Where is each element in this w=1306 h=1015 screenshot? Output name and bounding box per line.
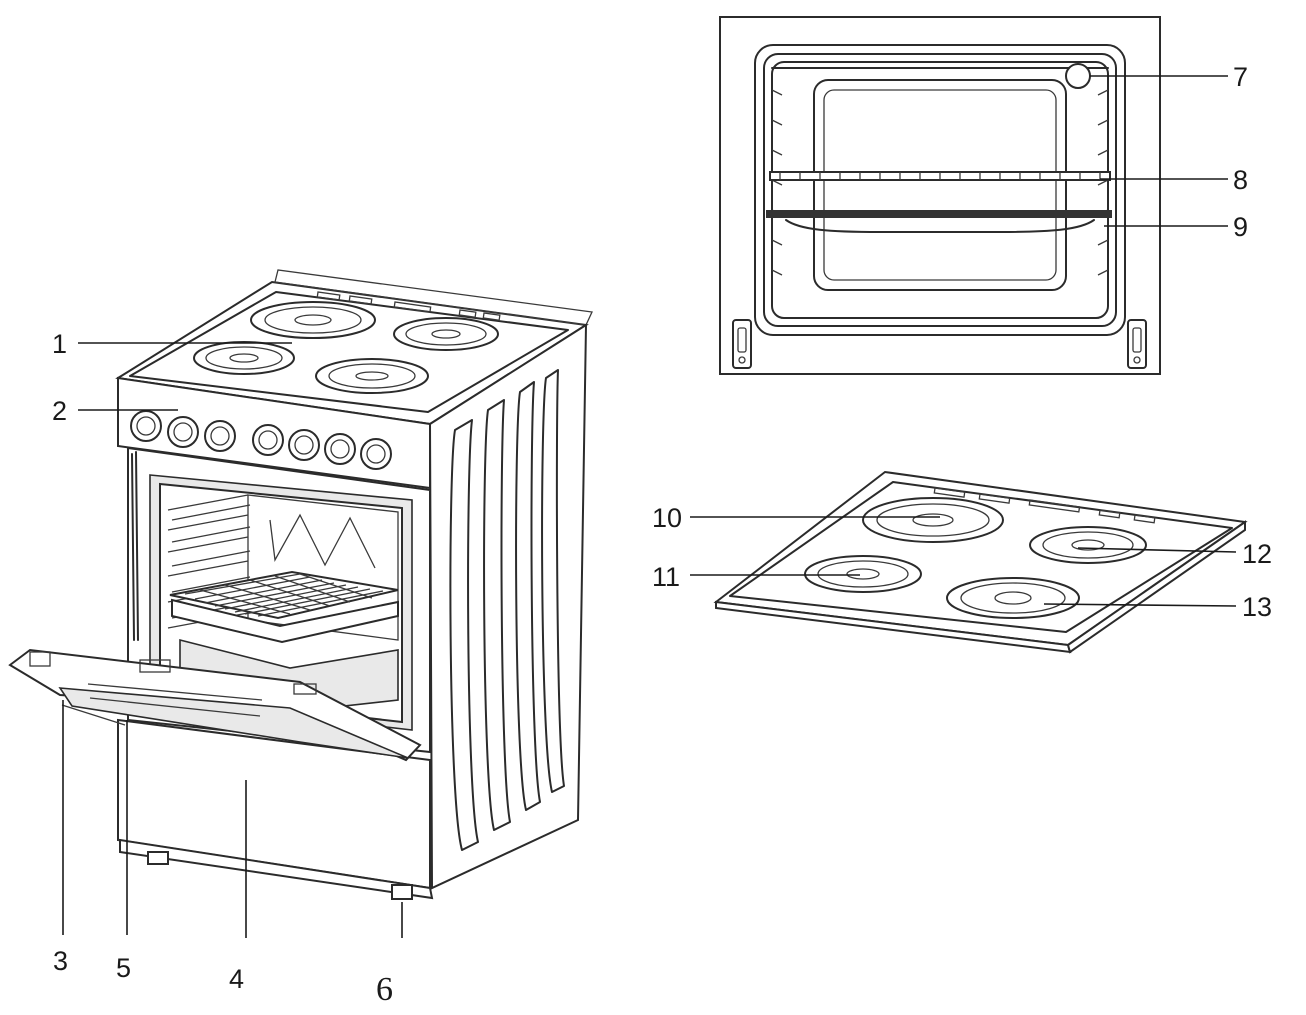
callout-11: 11 [652,562,680,592]
leader-lines [62,75,1237,938]
oven-cavity-front-view [719,16,1161,375]
callout-5: 5 [116,953,131,983]
callout-7: 7 [1233,62,1248,92]
callout-13: 13 [1242,592,1272,622]
callout-2: 2 [52,396,67,426]
cooker-illustration [8,269,593,900]
callout-1: 1 [52,329,67,359]
control-knobs [130,410,392,470]
callout-8: 8 [1233,165,1248,195]
hob-top-view [713,470,1248,654]
callout-9: 9 [1233,212,1248,242]
callout-labels: 1 2 3 5 4 6 7 8 9 10 11 12 13 [52,62,1272,1008]
callout-4: 4 [229,964,244,994]
callout-3: 3 [53,946,68,976]
hob-hotplates [193,301,499,394]
callout-12: 12 [1242,539,1272,569]
callout-10: 10 [652,503,682,533]
callout-6: 6 [376,971,393,1008]
